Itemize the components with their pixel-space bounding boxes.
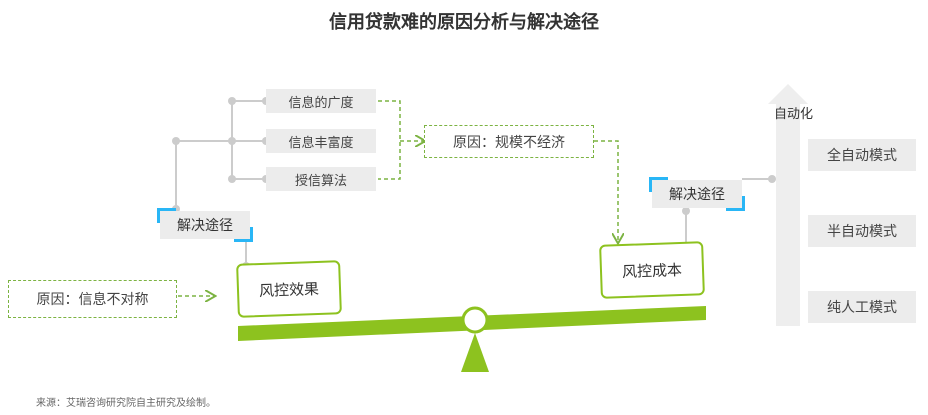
corner-bracket-icon bbox=[649, 177, 668, 192]
info-asymmetry-cause-box: 原因：信息不对称 bbox=[8, 280, 177, 318]
info-breadth-box: 信息的广度 bbox=[266, 89, 376, 113]
risk-control-effect-box: 风控效果 bbox=[236, 260, 342, 318]
manual-mode-box: 纯人工模式 bbox=[808, 291, 916, 323]
corner-bracket-icon bbox=[157, 208, 176, 223]
full-auto-mode-box: 全自动模式 bbox=[808, 139, 916, 171]
left-solution-box: 解决途径 bbox=[157, 208, 253, 242]
info-tree-dots bbox=[172, 97, 270, 270]
dashed-flow-lines bbox=[178, 100, 618, 296]
right-solution-box: 解决途径 bbox=[649, 177, 745, 211]
seesaw-pivot bbox=[461, 306, 489, 334]
scale-diseconomy-cause-box: 原因：规模不经济 bbox=[424, 125, 594, 158]
credit-algorithm-box: 授信算法 bbox=[266, 167, 376, 191]
corner-bracket-icon bbox=[234, 227, 253, 242]
risk-control-cost-box: 风控成本 bbox=[599, 241, 705, 299]
diagram-title: 信用贷款难的原因分析与解决途径 bbox=[329, 12, 599, 33]
info-richness-box: 信息丰富度 bbox=[266, 129, 376, 153]
right-solution-label: 解决途径 bbox=[669, 187, 725, 203]
semi-auto-mode-box: 半自动模式 bbox=[808, 215, 916, 247]
seesaw-fulcrum bbox=[461, 333, 489, 372]
corner-bracket-icon bbox=[726, 196, 745, 211]
automation-label: 自动化 bbox=[774, 107, 814, 122]
automation-arrow bbox=[768, 84, 808, 326]
left-solution-label: 解决途径 bbox=[177, 218, 233, 234]
source-note: 来源：艾瑞咨询研究院自主研究及绘制。 bbox=[36, 398, 216, 409]
